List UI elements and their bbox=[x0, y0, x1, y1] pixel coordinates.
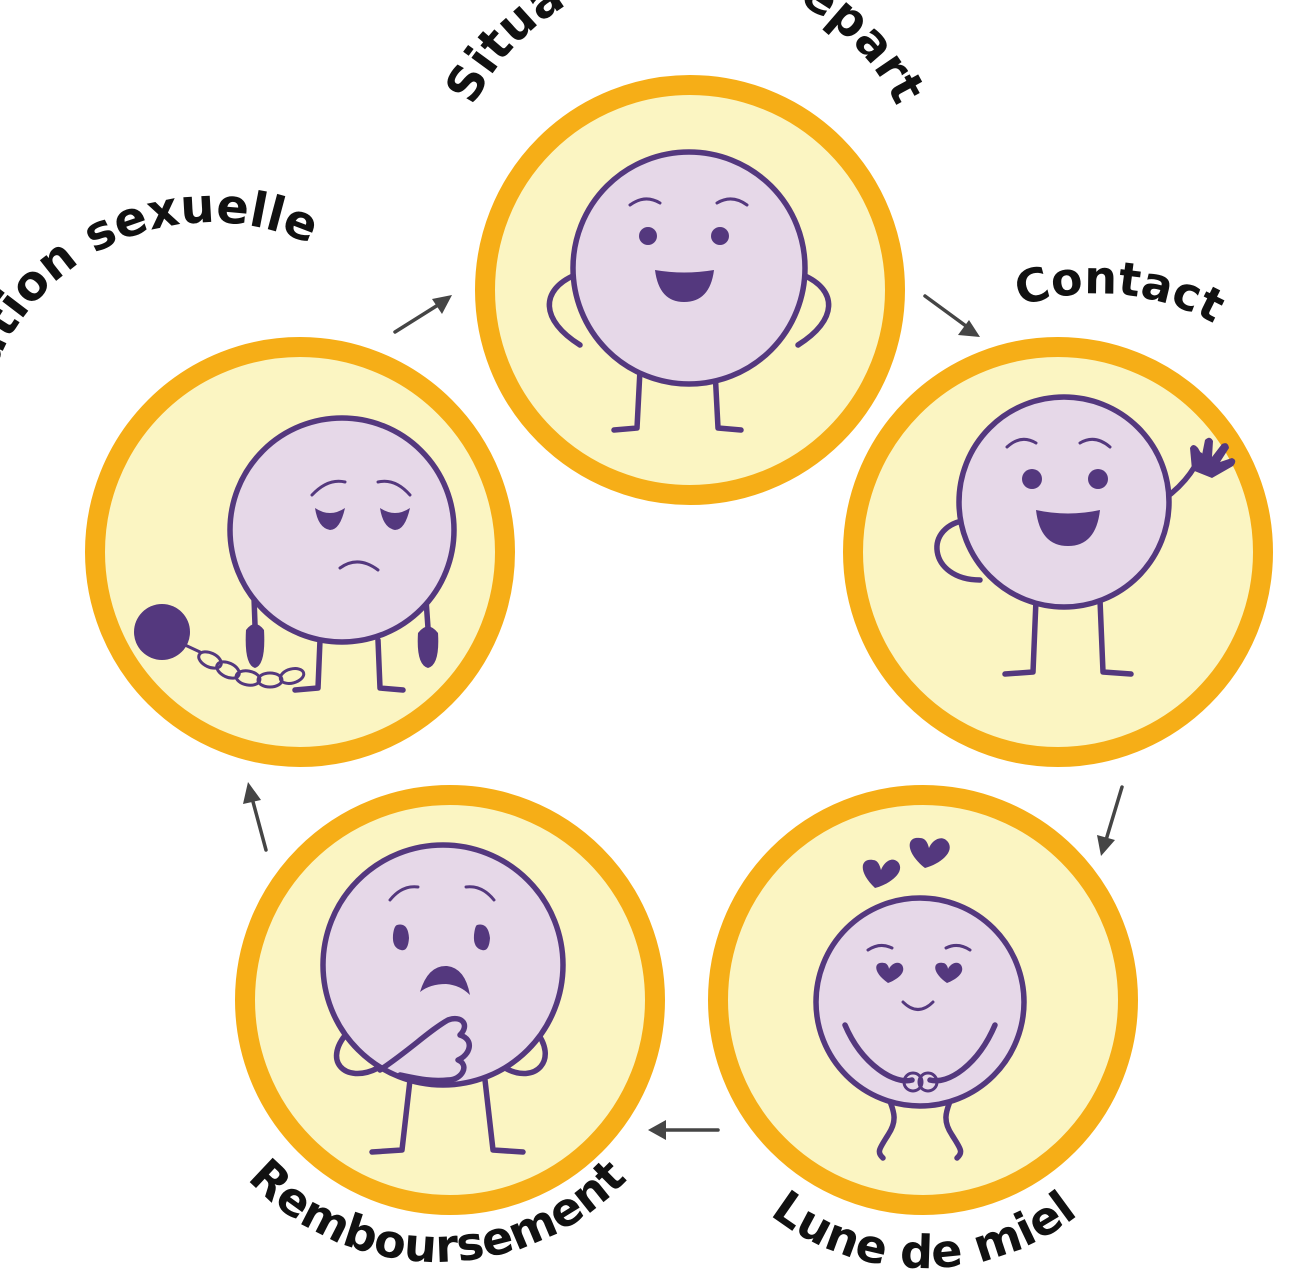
happy-character-icon bbox=[546, 149, 832, 433]
waving-character-icon bbox=[934, 394, 1236, 677]
arrow-contact-to-lune bbox=[1097, 785, 1124, 856]
arrow-depart-to-contact bbox=[923, 294, 980, 337]
arrow-lune-to-remboursement bbox=[648, 1120, 720, 1140]
arrow-exploitation-to-depart bbox=[393, 295, 452, 334]
cycle-arrows bbox=[243, 294, 1124, 1140]
arrow-remboursement-to-exploitation bbox=[243, 782, 268, 852]
stage-lune-de-miel: Lune de miel bbox=[708, 785, 1138, 1279]
stage-remboursement: Remboursement bbox=[235, 785, 665, 1273]
stage-contact: Contact bbox=[843, 250, 1273, 767]
worried-character-icon bbox=[320, 842, 566, 1155]
ball-icon bbox=[134, 604, 190, 660]
stage-exploitation-sexuelle: Exploitation sexuelle bbox=[0, 178, 515, 767]
chain-icon bbox=[197, 650, 306, 689]
sad-ball-and-chain-character-icon bbox=[134, 415, 457, 693]
stage-label: Contact bbox=[1009, 250, 1233, 333]
stage-situation-depart: Situation de départ bbox=[434, 0, 936, 505]
heart-eyes-character-icon bbox=[813, 837, 1027, 1161]
